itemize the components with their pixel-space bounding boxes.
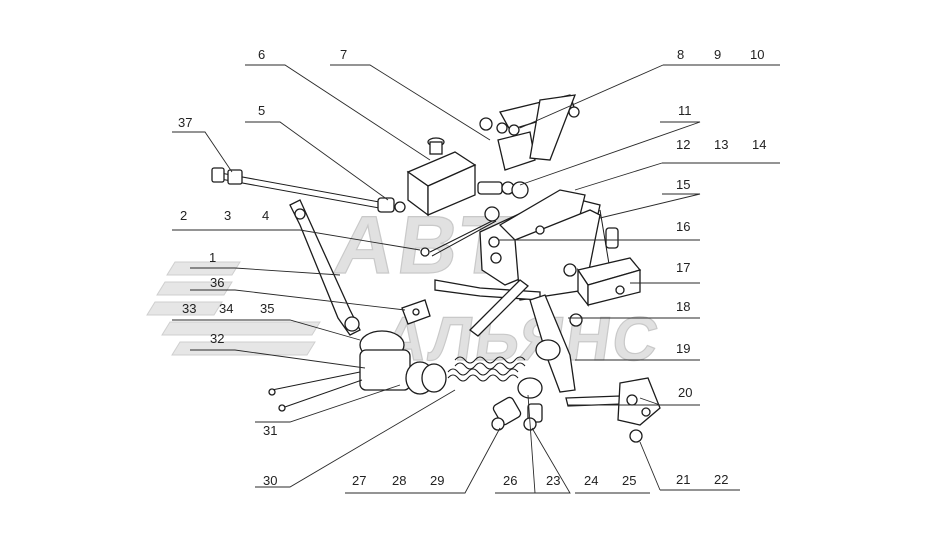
part-pedal-lever <box>529 294 583 393</box>
callout-4: 4 <box>262 208 269 223</box>
callout-17: 17 <box>676 260 690 275</box>
callout-32: 32 <box>210 331 224 346</box>
callout-12: 12 <box>676 137 690 152</box>
part-spring-30 <box>447 356 526 382</box>
callout-21: 21 <box>676 472 690 487</box>
part-fitting-5 <box>377 197 406 213</box>
callout-37: 37 <box>178 115 192 130</box>
part-fuel-line-37 <box>211 167 391 211</box>
callout-5: 5 <box>258 103 265 118</box>
callout-19: 19 <box>676 341 690 356</box>
part-lever-1 <box>289 199 361 336</box>
callout-labels: 6 7 8 9 10 5 37 11 12 13 14 15 16 17 2 3… <box>178 47 766 488</box>
callout-2: 2 <box>180 208 187 223</box>
callout-24: 24 <box>584 473 598 488</box>
callout-7: 7 <box>340 47 347 62</box>
part-bolt-12 <box>420 206 500 257</box>
callout-14: 14 <box>752 137 766 152</box>
callout-35: 35 <box>260 301 274 316</box>
callout-15: 15 <box>676 177 690 192</box>
part-cylinder-31 <box>268 330 447 412</box>
callout-1: 1 <box>209 250 216 265</box>
part-link-19 <box>565 395 623 407</box>
part-plate-36 <box>401 299 431 325</box>
callout-36: 36 <box>210 275 224 290</box>
callout-29: 29 <box>430 473 444 488</box>
callout-26: 26 <box>503 473 517 488</box>
leader-lines <box>172 64 780 494</box>
part-bracket-20 <box>617 377 661 443</box>
callout-9: 9 <box>714 47 721 62</box>
callout-10: 10 <box>750 47 764 62</box>
callout-25: 25 <box>622 473 636 488</box>
part-valve-block-6 <box>406 137 477 217</box>
callout-8: 8 <box>677 47 684 62</box>
callout-22: 22 <box>714 472 728 487</box>
callout-30: 30 <box>263 473 277 488</box>
callout-34: 34 <box>219 301 233 316</box>
callout-18: 18 <box>676 299 690 314</box>
callout-28: 28 <box>392 473 406 488</box>
part-valve-17 <box>563 257 642 307</box>
callout-13: 13 <box>714 137 728 152</box>
watermark: АВТО АЛЬЯНС <box>146 199 665 375</box>
callout-23: 23 <box>546 473 560 488</box>
callout-20: 20 <box>678 385 692 400</box>
part-fitting-11 <box>477 181 529 199</box>
callout-3: 3 <box>224 208 231 223</box>
callout-31: 31 <box>263 423 277 438</box>
callout-6: 6 <box>258 47 265 62</box>
part-bracket-8 <box>479 94 580 171</box>
part-roller-26 <box>491 377 543 431</box>
callout-16: 16 <box>676 219 690 234</box>
callout-11: 11 <box>678 103 692 118</box>
callout-33: 33 <box>182 301 196 316</box>
watermark-logo-stripes <box>146 261 321 356</box>
callout-27: 27 <box>352 473 366 488</box>
